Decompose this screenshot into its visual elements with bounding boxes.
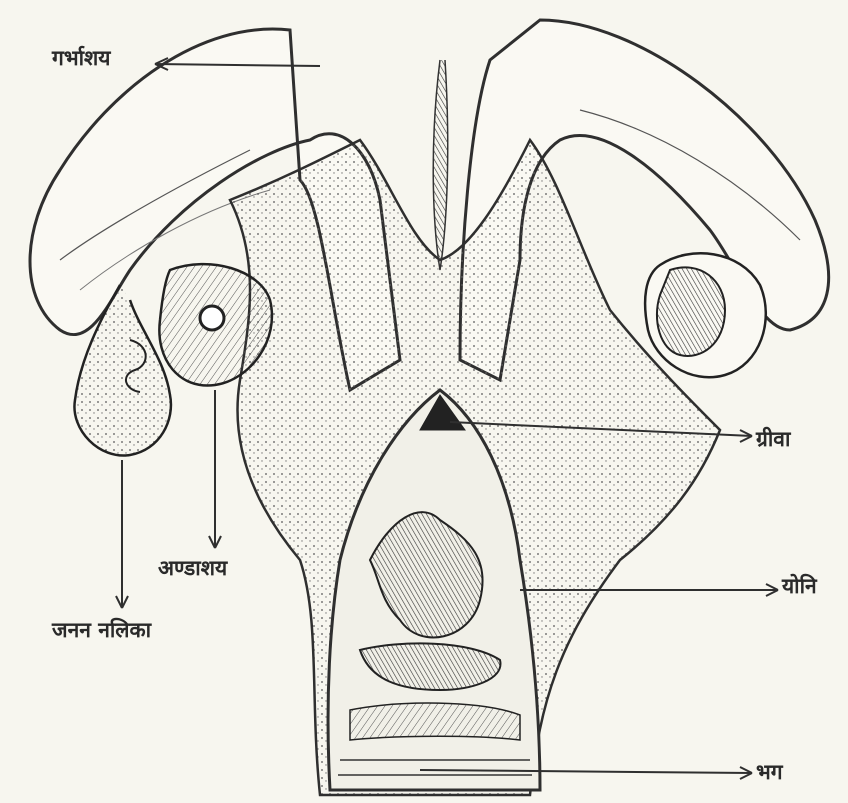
- label-ovary: अण्डाशय: [158, 554, 227, 582]
- label-oviduct: जनन नलिका: [52, 616, 151, 644]
- label-uterus: गर्भाशय: [52, 44, 111, 72]
- label-vagina: योनि: [782, 572, 817, 600]
- label-vulva: भग: [756, 758, 783, 786]
- label-cervix: ग्रीवा: [756, 425, 790, 453]
